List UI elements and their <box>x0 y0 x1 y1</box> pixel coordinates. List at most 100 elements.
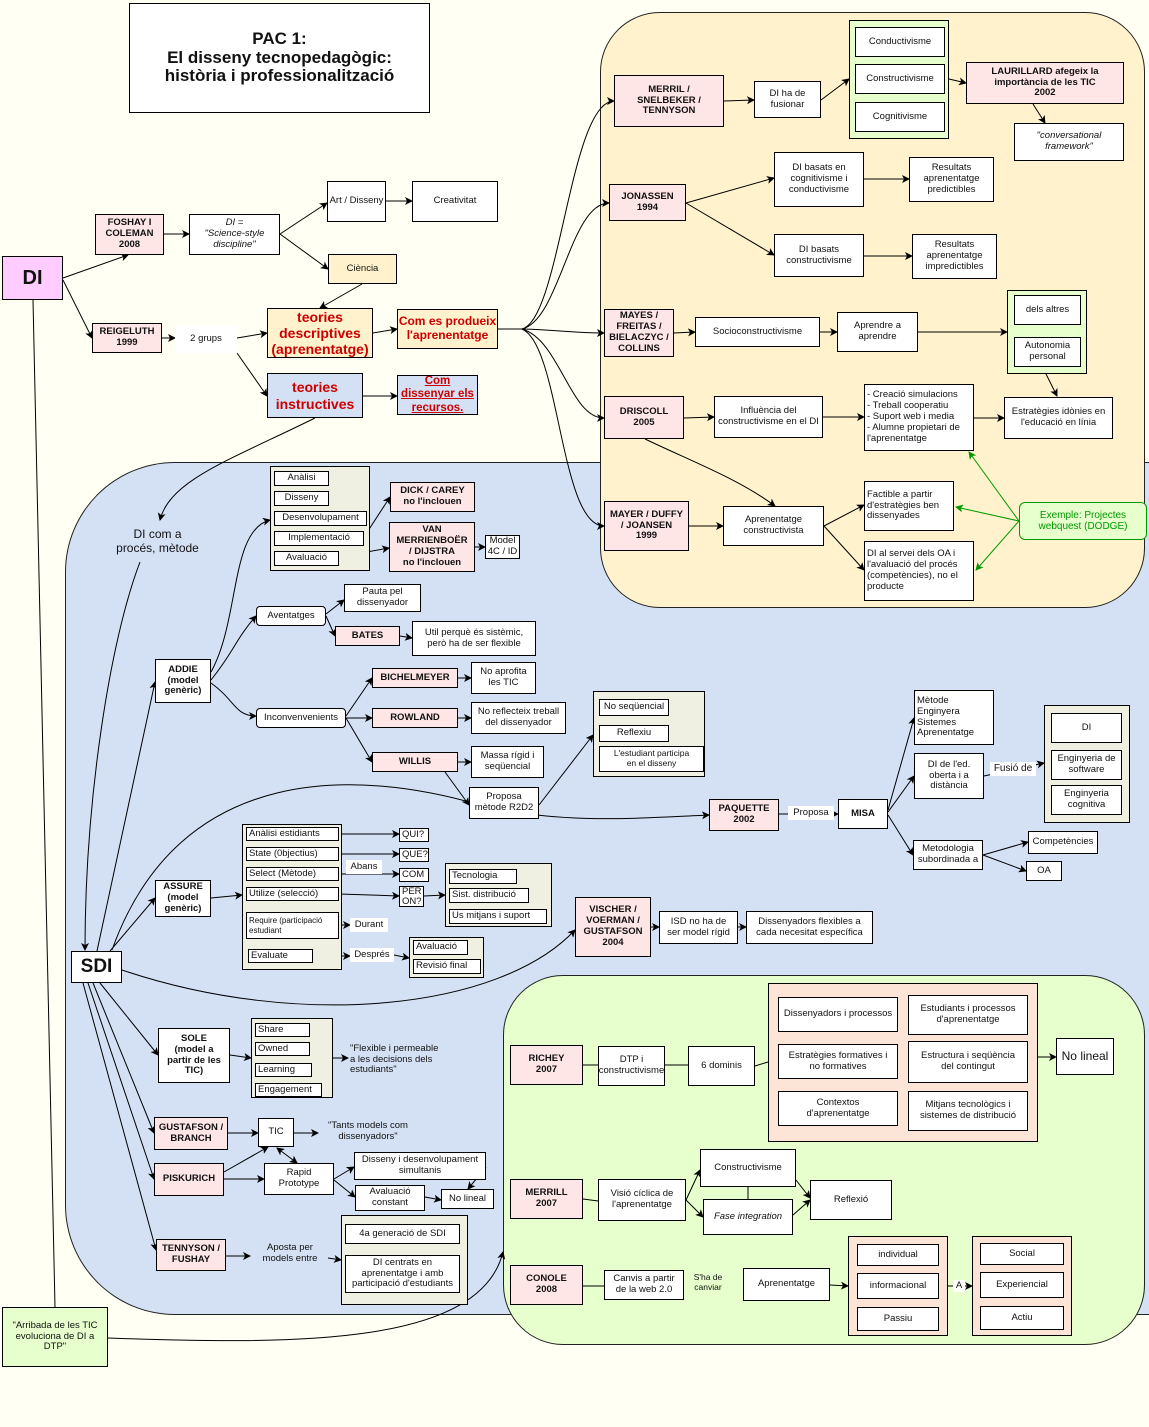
metode-node: Mètode Enginyera Sistemes Aprenentatge <box>914 690 994 745</box>
conole-node: CONOLE 2008 <box>510 1265 583 1305</box>
a-utilize-node: Utilize (selecció) <box>246 887 339 901</box>
despres-node: Després <box>350 948 394 962</box>
engagement-node: Engagement <box>255 1083 322 1097</box>
addie-node: ADDIE (model genèric) <box>155 659 211 703</box>
flexible-node: "Flexible i permeable a les decisions de… <box>350 1042 439 1076</box>
inconv-node: Inconvenvenients <box>256 708 346 728</box>
actiu-node: Actiu <box>980 1306 1064 1330</box>
assure-node: ASSURE (model genèric) <box>155 880 211 917</box>
r2d2-node: Proposa mètode R2D2 <box>469 787 539 819</box>
connector-arrow-42 <box>96 681 158 952</box>
diedob-node: DI de l'ed. oberta i a distància <box>914 753 984 799</box>
share-node: Share <box>255 1023 310 1037</box>
page-title: PAC 1: El disseny tecnopedagògic: històr… <box>129 3 430 113</box>
connector-arrow-20 <box>1032 103 1046 124</box>
dialservei-node: DI al servei dels OA i l'avaluació del p… <box>864 541 974 601</box>
experiencial-node: Experiencial <box>980 1272 1064 1298</box>
connector-arrow-22 <box>685 202 775 256</box>
d5-node: Contextos d'aprenentatge <box>778 1091 898 1126</box>
willis-node: WILLIS <box>372 752 458 772</box>
connector-arrow-41 <box>81 561 141 951</box>
driscoll-node: DRISCOLL 2005 <box>604 396 684 439</box>
connector-arrow-67 <box>982 854 1027 873</box>
connector-arrow-78 <box>121 929 576 1006</box>
disseny-node: Disseny <box>274 491 329 506</box>
learning-node: Learning <box>255 1063 312 1077</box>
dtp-node: DTP i constructivisme <box>598 1046 665 1086</box>
dick-node: DICK / CAREY no l'inclouen <box>390 482 475 512</box>
que-node: QUE? <box>399 848 429 862</box>
sole-node: SOLE (model a partir de les TIC) <box>158 1028 230 1083</box>
passiu-node: Passiu <box>857 1307 939 1331</box>
grups-node: 2 grups <box>175 325 237 353</box>
connector-arrow-17 <box>723 96 755 105</box>
connector-arrow-62 <box>887 717 916 811</box>
connector-arrow-19 <box>948 77 967 86</box>
comdiss-node[interactable]: Com dissenyar els recursos. <box>397 375 478 415</box>
constr2-node: Constructivisme <box>700 1149 796 1187</box>
connector-arrow-35 <box>823 525 865 571</box>
abans-node: Abans <box>346 860 382 874</box>
resimpred-node: Resultats aprenentatge impredictibles <box>912 234 997 279</box>
estpart-node: L'estudiant participa en el disseny <box>599 746 704 772</box>
pauta-node: Pauta pel dissenyador <box>344 584 421 612</box>
connector-arrow-60 <box>111 784 710 951</box>
reigeluth-node: REIGELUTH 1999 <box>92 323 162 353</box>
isd-node: ISD no ha de ser model rígid <box>659 911 738 944</box>
avaluacio-node: Avaluació <box>274 551 339 566</box>
van-node: VAN MERRIENBOËR / DIJSTRA no l'inclouen <box>389 522 475 572</box>
implem-node: Implementació <box>274 531 364 546</box>
connector-arrow-97 <box>327 1254 342 1263</box>
individual-node: individual <box>857 1244 939 1266</box>
dicog-node: DI basats en cognitivisme i conductivism… <box>774 152 864 207</box>
informacional-node: informacional <box>857 1273 939 1299</box>
connector-arrow-77 <box>393 952 410 961</box>
connector-arrow-50 <box>325 615 336 637</box>
engcog-node: Enginyeria cognitiva <box>1051 785 1122 815</box>
connector-arrow-4 <box>279 233 329 270</box>
qui-node: QUI? <box>399 828 429 842</box>
tic-node: TIC <box>258 1118 294 1147</box>
socio-node: Socioconstructivisme <box>695 317 820 347</box>
connector-arrow-82 <box>229 1053 252 1061</box>
connector-arrow-74 <box>423 891 446 900</box>
comprod-node: Com es produeix l'aprenentatge <box>397 309 498 349</box>
creacio-node: - Creació simulacions - Treball cooperat… <box>864 384 974 451</box>
avent-node: Aventatges <box>256 606 326 626</box>
aprendre-node: Aprendre a aprendre <box>837 312 918 352</box>
connector-arrow-32 <box>644 438 776 507</box>
a-require-node: Require (participació estudiant <box>246 912 339 939</box>
influencia-node: Influència del constructivisme en el DI <box>714 396 823 438</box>
jonassen-node: JONASSEN 1994 <box>609 184 686 221</box>
constructivisme-node: Constructivisme <box>855 64 945 94</box>
richey-node: RICHEY 2007 <box>510 1045 583 1085</box>
connector-arrow-93 <box>424 1194 442 1203</box>
visio-node: Visió cíclica de l'aprenentatge <box>598 1179 686 1221</box>
cognitivisme-node: Cognitivisme <box>855 102 945 132</box>
connector-arrow-36 <box>968 451 1020 522</box>
connector-arrow-54 <box>345 717 373 763</box>
gen4-node: 4a generació de SDI <box>345 1224 460 1244</box>
nolineal1-node: No lineal <box>441 1189 494 1209</box>
exemple-node: Exemple: Projectes webquest (DODGE) <box>1019 502 1147 540</box>
connector-arrow-38 <box>975 520 1020 571</box>
a-evaluate-node: Evaluate <box>248 949 313 963</box>
connector-arrow-15 <box>498 328 605 422</box>
connector-arrow-16 <box>498 328 605 530</box>
connector-arrow-21 <box>685 176 775 204</box>
social-node: Social <box>980 1243 1064 1265</box>
connector-arrow-25 <box>673 328 696 337</box>
connector-arrow-6 <box>319 283 363 309</box>
vischer-node: VISCHER / VOERMAN / GUSTAFSON 2004 <box>575 897 651 957</box>
tinstr-node: teories instructives <box>267 373 363 418</box>
connector-arrow-58 <box>444 771 470 806</box>
science-node: DI = "Science-style discipline" <box>189 214 280 255</box>
a-select-node: Select (Mètode) <box>246 867 339 881</box>
tecnologia-node: Tecnologia <box>449 869 517 884</box>
connector-arrow-0 <box>62 253 129 279</box>
a-state-node: State (0bjectius) <box>246 847 339 861</box>
connector-arrow-8 <box>236 330 268 339</box>
connector-arrow-13 <box>498 199 610 330</box>
fusio-node: Fusió de <box>990 762 1036 776</box>
d4-node: Estructura i seqüència del contingut <box>908 1041 1028 1083</box>
